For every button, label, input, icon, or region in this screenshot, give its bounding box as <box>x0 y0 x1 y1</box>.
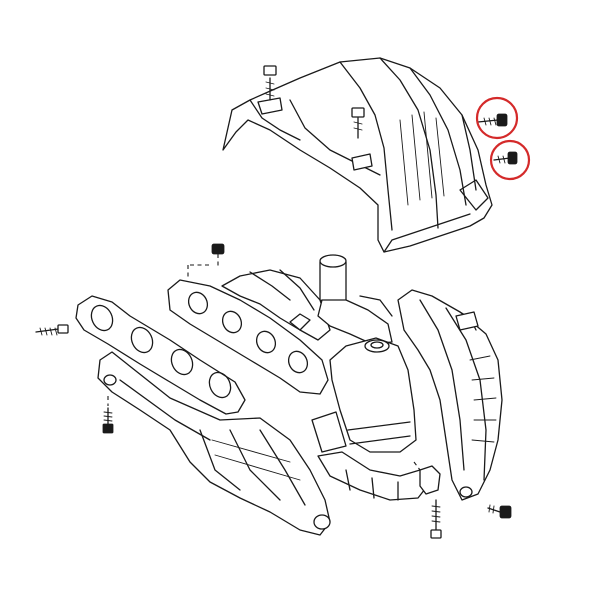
manifold-nut <box>187 243 225 280</box>
manifold-gasket <box>75 295 246 415</box>
bracket-nut <box>413 461 441 495</box>
highlight-circle-upper <box>475 96 519 140</box>
lower-heat-shield <box>97 351 331 536</box>
highlight-circle-lower <box>489 139 531 181</box>
bolt-lower-right <box>487 504 512 519</box>
upper-heat-shield <box>222 57 493 253</box>
stud-lower-center <box>430 499 442 539</box>
converter-heat-shield <box>397 289 503 501</box>
circled-bolt-upper <box>475 96 519 140</box>
heat-shield-bolt-top <box>263 65 277 101</box>
heat-shield-bolt-center <box>351 107 365 139</box>
circled-bolt-lower <box>489 139 531 181</box>
lower-shield-bolt <box>102 396 114 434</box>
stud-left <box>35 324 69 336</box>
exhaust-manifold <box>167 269 331 395</box>
